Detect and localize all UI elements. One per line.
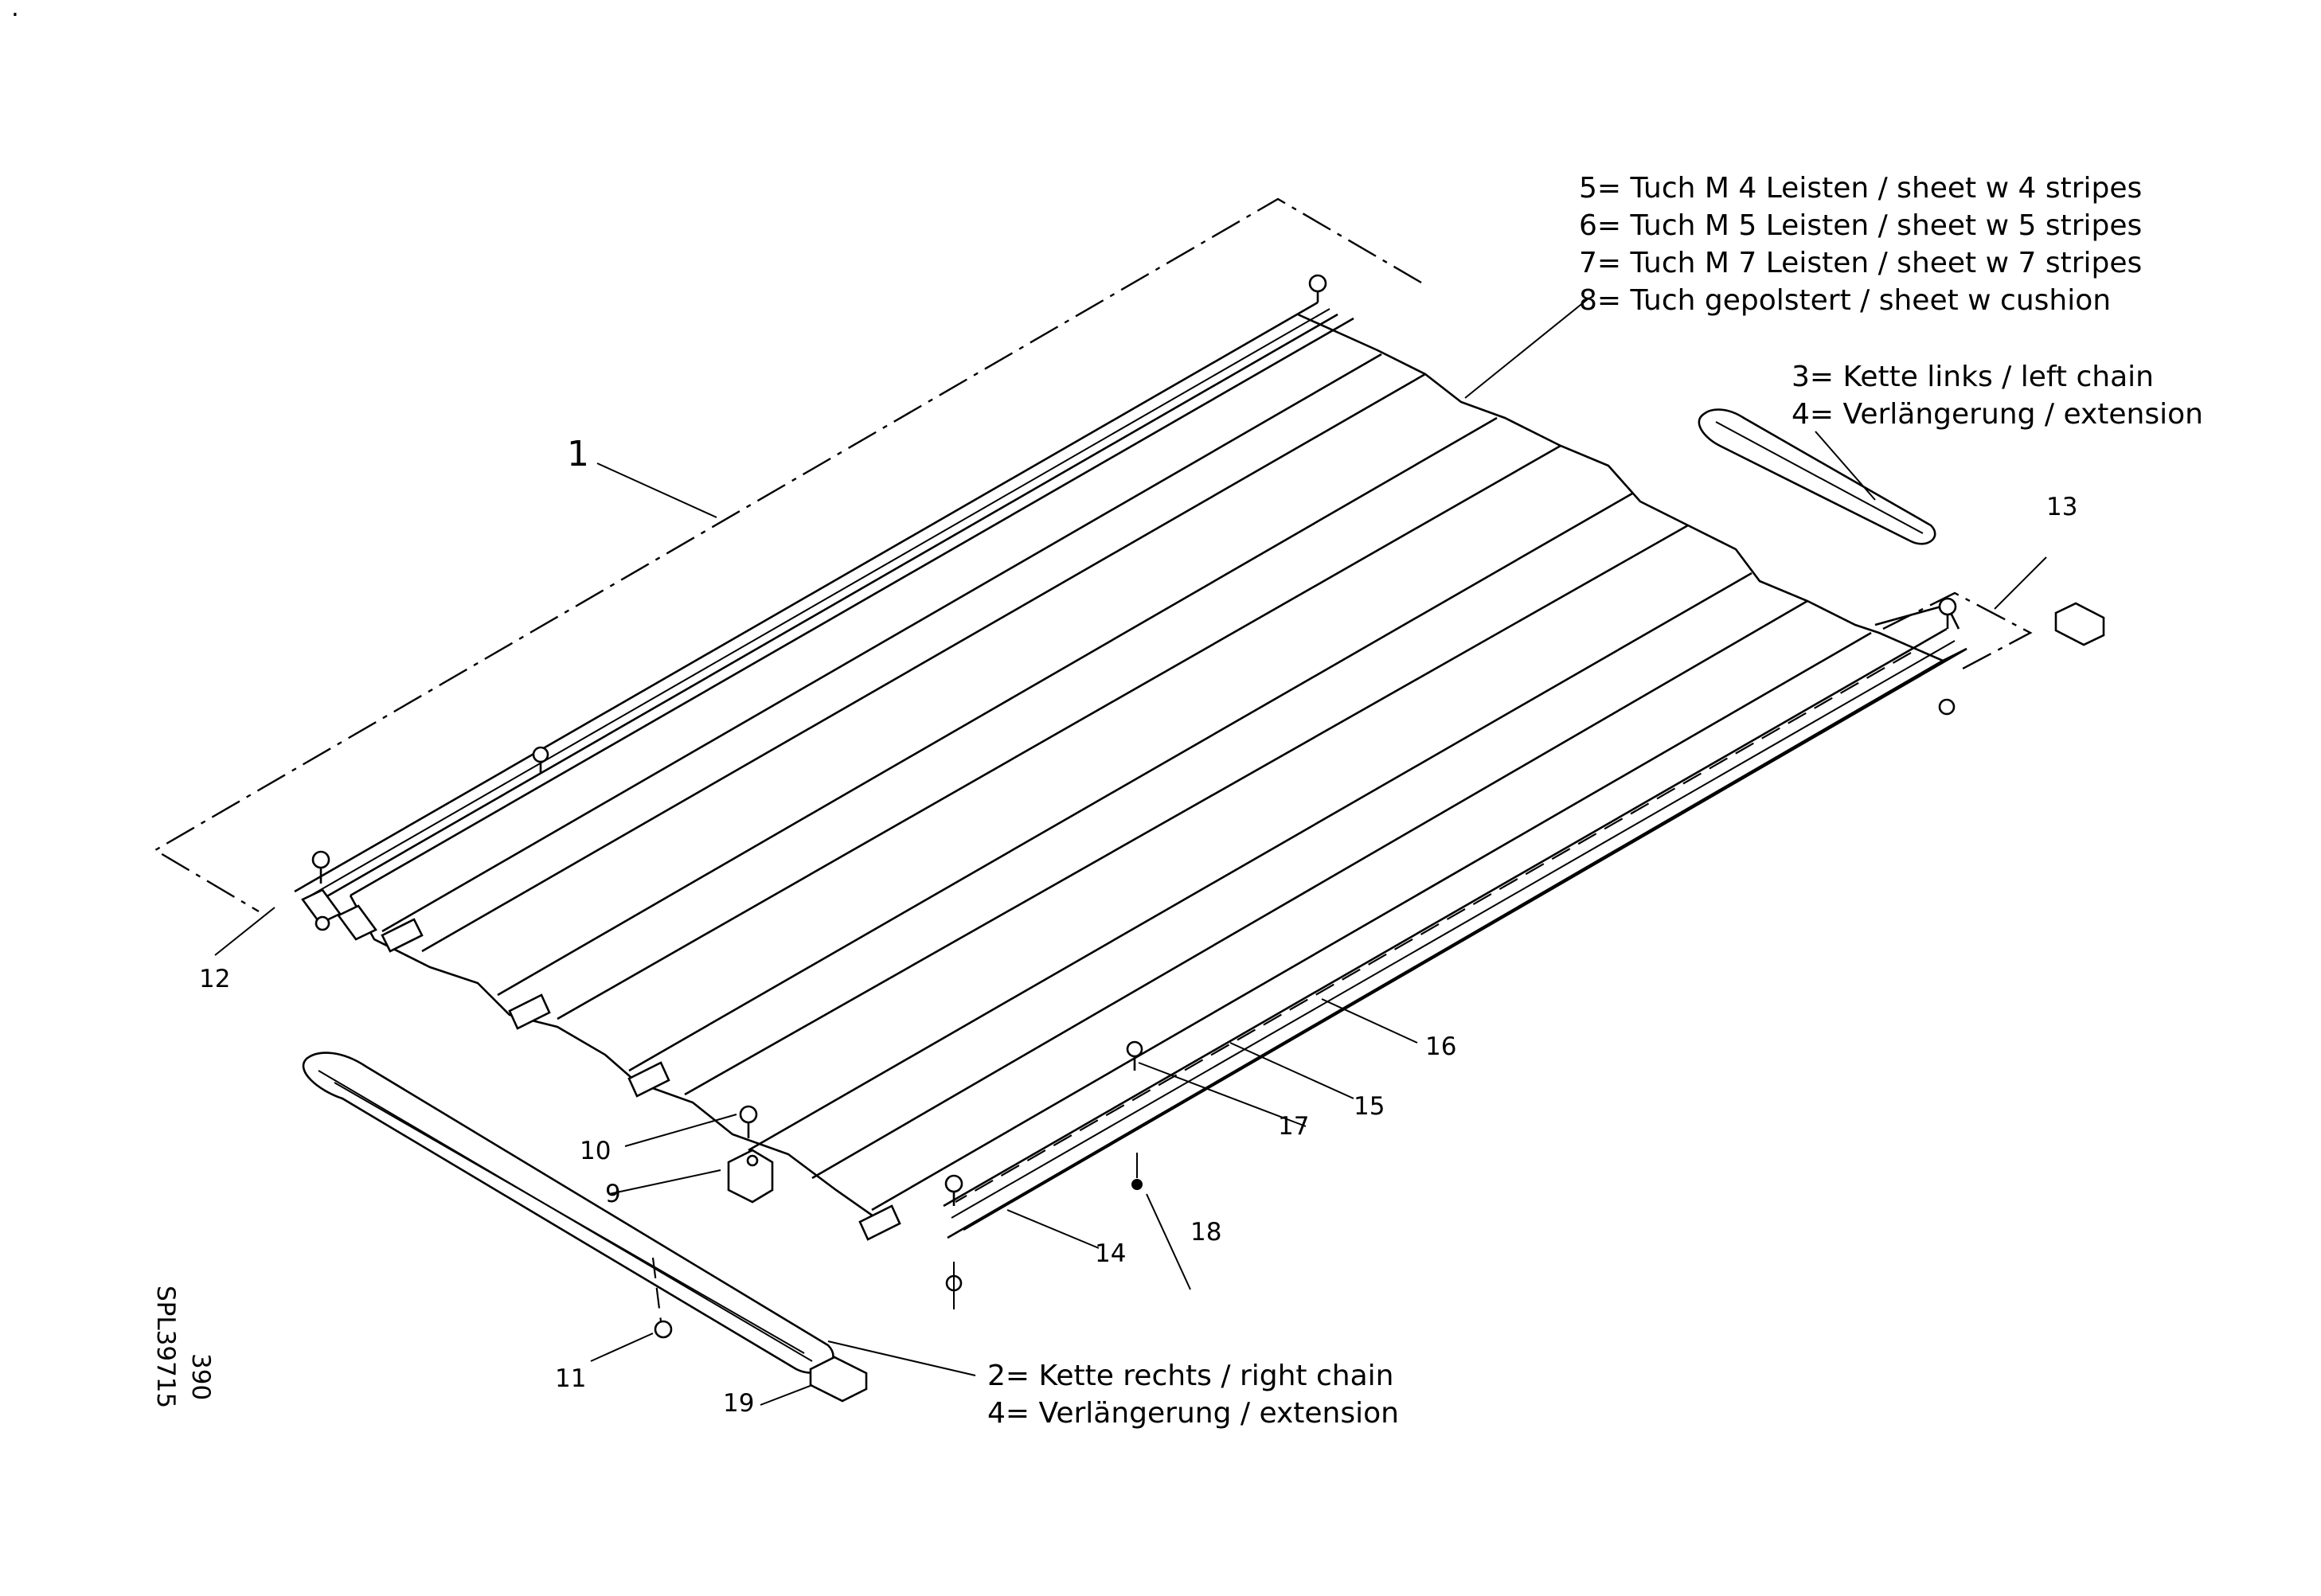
- legend-sheet-variants: 5= Tuch M 4 Leisten / sheet w 4 stripes …: [1579, 172, 2142, 317]
- legend-line: 3= Kette links / left chain: [1792, 361, 2154, 393]
- callout-12: 12: [199, 965, 230, 993]
- callout-16: 16: [1425, 1032, 1456, 1061]
- conveyor-sheet: [294, 301, 1967, 1239]
- bolt-icon: [311, 850, 330, 869]
- nut-icon: [315, 915, 330, 931]
- legend-line: 4= Verlängerung / extension: [987, 1397, 1399, 1430]
- callout-19: 19: [723, 1389, 754, 1418]
- bolt-icon: [1308, 274, 1327, 293]
- legend-line: 5= Tuch M 4 Leisten / sheet w 4 stripes: [1579, 172, 2142, 205]
- drawing-id: SPL39715 390: [151, 1286, 215, 1408]
- rivet-icon: [1131, 1179, 1143, 1190]
- nut-icon: [654, 1320, 673, 1339]
- callout-10: 10: [580, 1137, 611, 1165]
- legend-line: 2= Kette rechts / right chain: [987, 1360, 1393, 1392]
- page-number: 390: [186, 1353, 215, 1400]
- bolt-icon: [1938, 597, 1957, 616]
- bolt-icon: [944, 1174, 963, 1193]
- callout-9: 9: [605, 1180, 621, 1208]
- legend-right-chain: 2= Kette rechts / right chain 4= Verläng…: [987, 1360, 1399, 1430]
- callout-1: 1: [567, 434, 589, 474]
- callout-15: 15: [1354, 1092, 1385, 1121]
- bolt-icon: [1126, 1040, 1143, 1058]
- legend-line: 7= Tuch M 7 Leisten / sheet w 7 stripes: [1579, 247, 2142, 279]
- callout-14: 14: [1095, 1239, 1126, 1268]
- callout-18: 18: [1190, 1218, 1221, 1247]
- legend-line: 6= Tuch M 5 Leisten / sheet w 5 stripes: [1579, 209, 2142, 242]
- bolts: [311, 274, 1957, 1339]
- slat-profiles: [301, 888, 901, 1241]
- leader-lines: [214, 298, 2047, 1406]
- nut-icon: [1938, 698, 1956, 716]
- callout-13: 13: [2046, 493, 2077, 521]
- legend-left-chain: 3= Kette links / left chain 4= Verlänger…: [1792, 361, 2203, 431]
- left-chain: [1698, 408, 1936, 545]
- callout-17: 17: [1278, 1112, 1309, 1141]
- callout-11: 11: [555, 1364, 586, 1393]
- chain-link-13: [2054, 602, 2105, 646]
- legend-line: 8= Tuch gepolstert / sheet w cushion: [1579, 284, 2111, 317]
- corner-mark: .: [11, 0, 19, 22]
- drawing-number: SPL39715: [151, 1286, 180, 1408]
- bolt-icon: [532, 746, 549, 763]
- bolt-icon: [739, 1105, 758, 1124]
- legend-line: 4= Verlängerung / extension: [1792, 398, 2203, 431]
- right-chain: [302, 1052, 834, 1374]
- callout-numbers: 1 12 10 9 11 19 14 18 17 15 16 13: [199, 434, 2077, 1418]
- bracket-9: [727, 1149, 774, 1204]
- assembly-boundary: [153, 197, 1422, 913]
